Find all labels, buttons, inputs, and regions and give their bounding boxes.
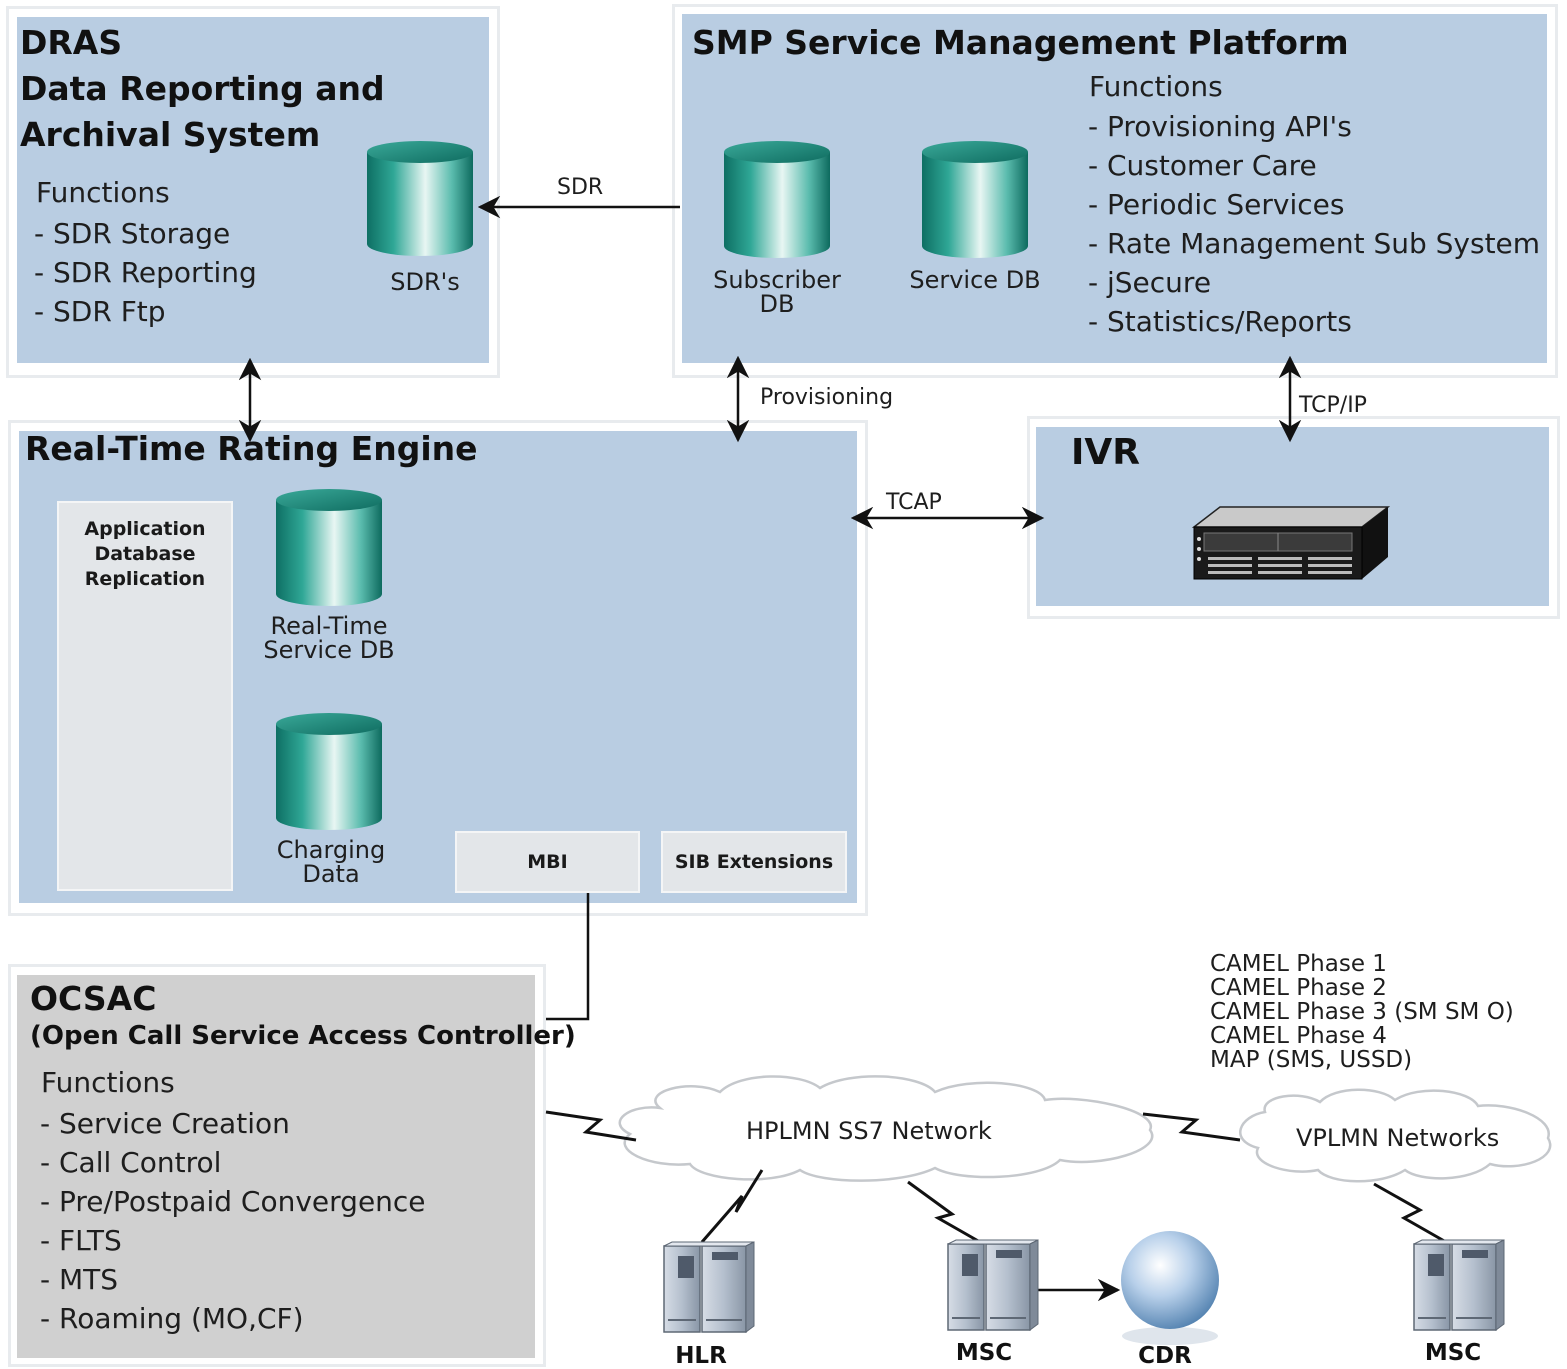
function-item: - SDR Ftp <box>34 295 166 328</box>
ocsac-panel <box>8 964 546 1367</box>
replication-box: Application Database Replication <box>57 501 233 891</box>
function-item: - Rate Management Sub System <box>1088 227 1541 260</box>
msc-server-icon <box>1413 1239 1505 1331</box>
realtime-service-database-label: Real-Time Service DB <box>263 612 395 664</box>
protocol-item: MAP (SMS, USSD) <box>1210 1047 1413 1073</box>
subscriber-database-label: Subscriber DB <box>713 266 841 318</box>
msc-label: MSC <box>1424 1340 1482 1366</box>
charging-data-database-icon <box>276 713 382 830</box>
mbi-ocsac-connector <box>546 893 590 1021</box>
smp-title: SMP Service Management Platform <box>692 23 1349 62</box>
function-item: - Roaming (MO,CF) <box>40 1302 304 1335</box>
msc-server-icon <box>947 1239 1039 1331</box>
hlr-label: HLR <box>675 1343 727 1369</box>
function-item: - Periodic Services <box>1088 188 1345 221</box>
ivr-title: IVR <box>1071 432 1140 473</box>
smp-functions-heading: Functions <box>1089 70 1223 103</box>
protocol-item: CAMEL Phase 1 <box>1210 951 1387 977</box>
hplmn-network-label: HPLMN SS7 Network <box>746 1117 992 1145</box>
function-item: - Call Control <box>40 1146 222 1179</box>
vplmn-cloud <box>1239 1088 1552 1183</box>
service-database-icon <box>922 141 1028 258</box>
dras-functions-heading: Functions <box>36 176 170 209</box>
function-item: - SDR Reporting <box>34 256 257 289</box>
ivr-server-icon <box>1191 506 1390 580</box>
hlr-server-icon <box>663 1241 755 1333</box>
function-item: - MTS <box>40 1263 119 1296</box>
sdr-database-icon <box>367 141 473 256</box>
provisioning-connector-label: Provisioning <box>760 385 894 410</box>
function-item: - Service Creation <box>40 1107 290 1140</box>
tcpip-connector-label: TCP/IP <box>1299 393 1367 418</box>
function-item: - Statistics/Reports <box>1088 305 1352 338</box>
sib-extensions-box: SIB Extensions <box>661 831 847 893</box>
cdr-globe-icon <box>1121 1231 1219 1329</box>
charging-data-database-label: Charging Data <box>276 836 386 888</box>
ocsac-functions-list: - Service Creation - Call Control - Pre/… <box>40 1104 426 1338</box>
protocol-item: CAMEL Phase 2 <box>1210 975 1387 1001</box>
function-item: - SDR Storage <box>34 217 231 250</box>
function-item: - Pre/Postpaid Convergence <box>40 1185 426 1218</box>
sdr-connector-label: SDR <box>557 175 604 200</box>
hplmn-vplmn-link <box>1142 1112 1241 1142</box>
sdr-database-label: SDR's <box>390 268 460 296</box>
dras-title: DRAS Data Reporting and Archival System <box>20 23 385 154</box>
mbi-box: MBI <box>455 831 640 893</box>
function-item: - Customer Care <box>1088 149 1317 182</box>
realtime-service-database-icon <box>276 489 382 606</box>
dras-functions-list: - SDR Storage - SDR Reporting - SDR Ftp <box>34 214 257 331</box>
ocsac-title: OCSAC <box>30 979 157 1018</box>
function-item: - FLTS <box>40 1224 122 1257</box>
ocsac-hplmn-link <box>545 1110 637 1142</box>
ocsac-subtitle: (Open Call Service Access Controller) <box>30 1021 576 1051</box>
tcap-connector-label: TCAP <box>886 490 942 515</box>
service-database-label: Service DB <box>909 266 1041 294</box>
smp-panel <box>672 4 1558 378</box>
vplmn-network-label: VPLMN Networks <box>1296 1124 1500 1152</box>
ocsac-functions-heading: Functions <box>41 1066 175 1099</box>
vplmn-msc-link <box>1373 1182 1447 1244</box>
subscriber-database-icon <box>724 141 830 258</box>
protocol-item: CAMEL Phase 4 <box>1210 1023 1387 1049</box>
rating-engine-title: Real-Time Rating Engine <box>25 429 478 468</box>
smp-functions-list: - Provisioning API's - Customer Care - P… <box>1088 107 1540 341</box>
cdr-globe-shadow <box>1122 1327 1218 1345</box>
msc-label: MSC <box>955 1340 1013 1366</box>
function-item: - Provisioning API's <box>1088 110 1352 143</box>
cdr-label: CDR <box>1138 1343 1192 1369</box>
function-item: - jSecure <box>1088 266 1212 299</box>
camel-protocol-list: CAMEL Phase 1 CAMEL Phase 2 CAMEL Phase … <box>1210 952 1514 1072</box>
hplmn-hlr-link <box>700 1169 764 1243</box>
hplmn-cloud <box>618 1075 1154 1182</box>
hplmn-msc-link <box>907 1180 981 1244</box>
protocol-item: CAMEL Phase 3 (SM SM O) <box>1210 999 1514 1025</box>
